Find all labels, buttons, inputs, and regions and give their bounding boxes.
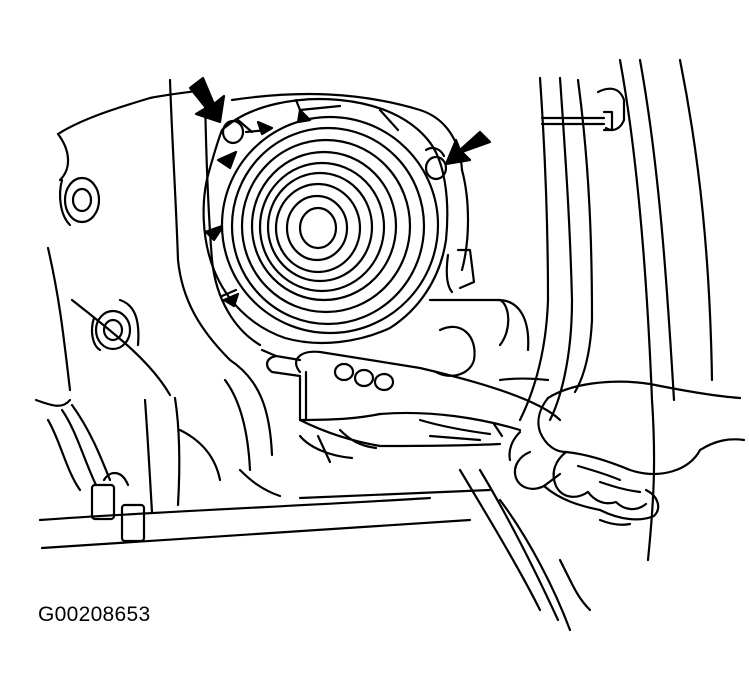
figure-id-label: G00208653 xyxy=(38,603,151,626)
door-inner-panel xyxy=(38,78,510,550)
panel-mounting-holes xyxy=(59,176,140,352)
callout-arrow-upper-left xyxy=(188,76,226,124)
door-speaker xyxy=(202,97,449,345)
callout-arrow-upper-right xyxy=(444,130,492,166)
hand xyxy=(508,380,746,526)
wiring-harness xyxy=(34,398,146,543)
rivet-drill-tool xyxy=(260,348,562,464)
door-frame-right xyxy=(458,58,714,632)
